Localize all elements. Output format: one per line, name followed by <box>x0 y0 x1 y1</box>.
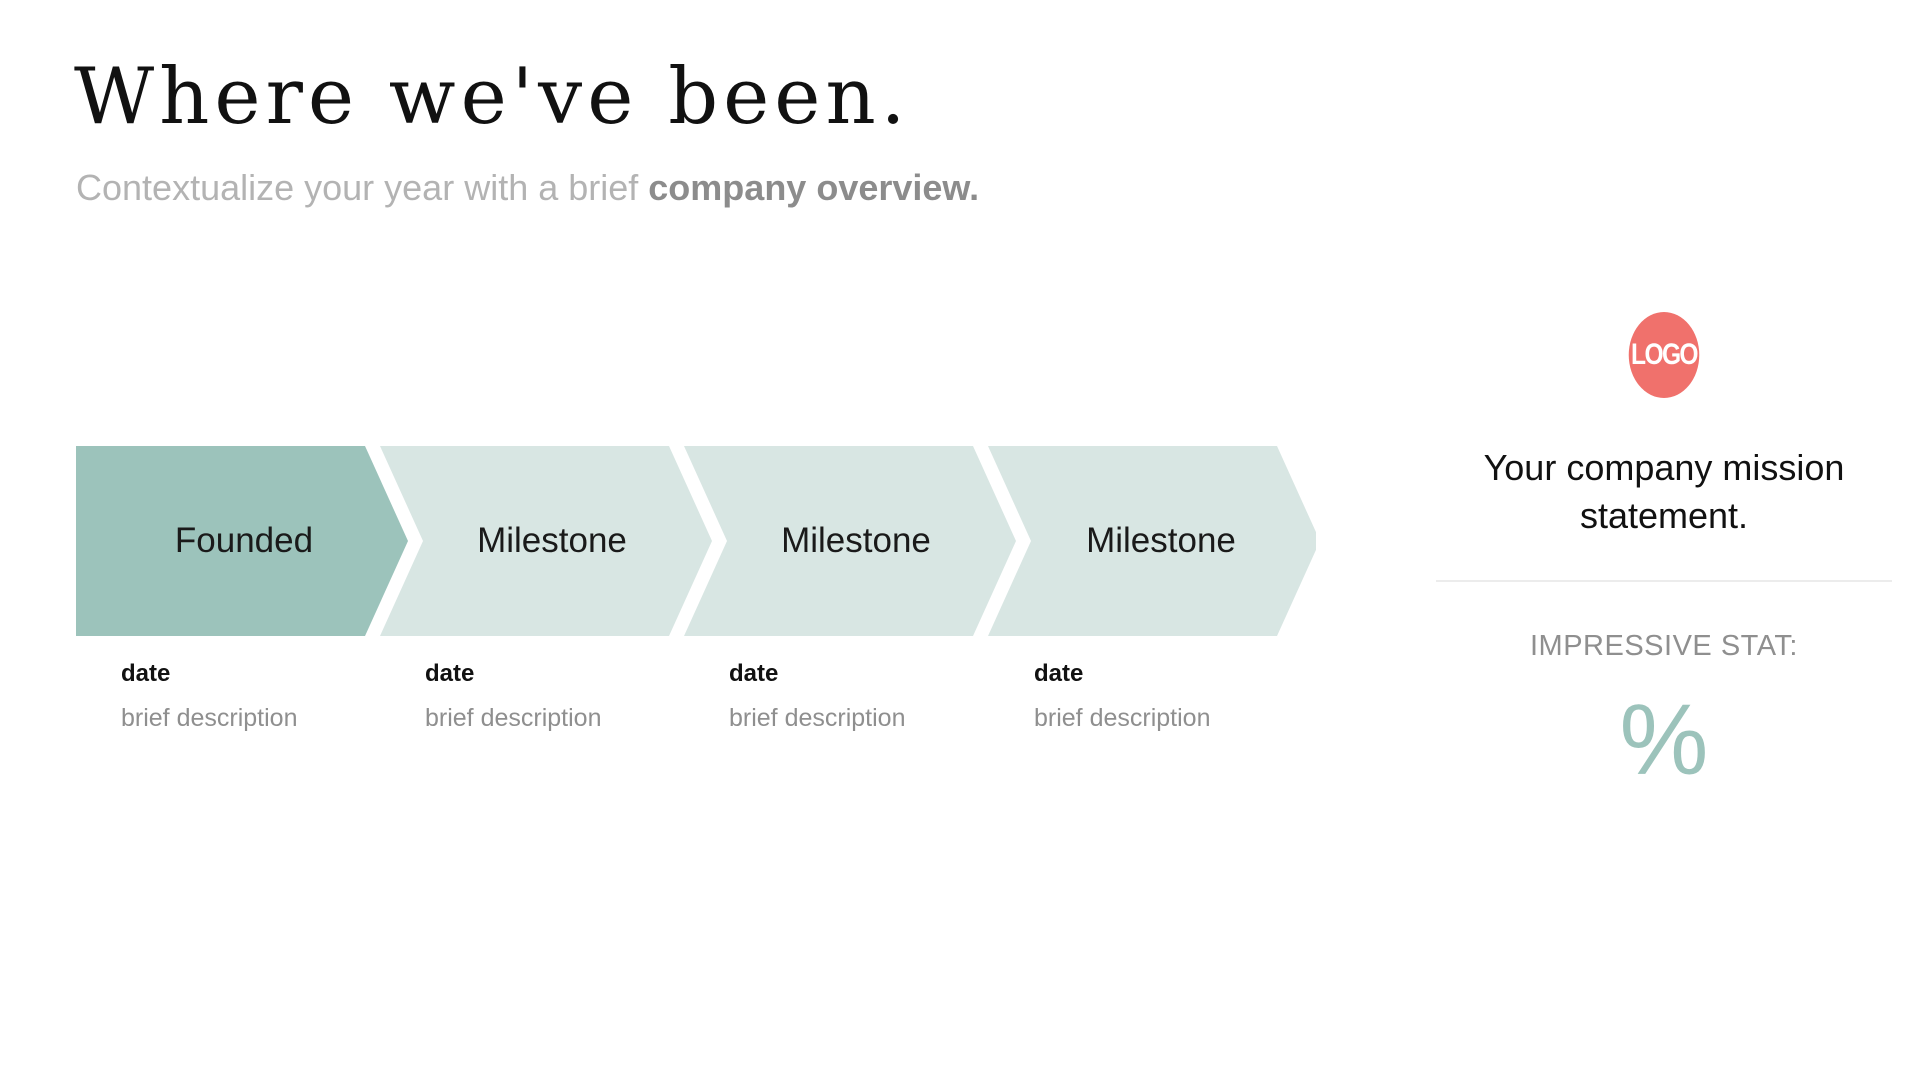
timeline-step-label-milestone-2: Milestone <box>781 521 931 560</box>
timeline-caption-founded: date brief description <box>121 660 381 733</box>
step-description: brief description <box>1034 704 1211 732</box>
timeline-step-label-milestone-1: Milestone <box>477 521 627 560</box>
step-description: brief description <box>425 704 602 732</box>
timeline-step-arrow-milestone-2 <box>684 446 1016 636</box>
page-title: Where we've been. <box>74 52 911 142</box>
timeline-caption-milestone-2: date brief description <box>729 660 989 733</box>
company-logo: LOGO <box>1628 312 1700 398</box>
mission-statement: Your company mission statement. <box>1483 447 1845 536</box>
stat-label: IMPRESSIVE STAT: <box>1530 630 1798 662</box>
step-description: brief description <box>729 704 906 732</box>
timeline: Founded Milestone Milestone Milestone <box>76 446 1316 636</box>
timeline-step-arrow-milestone-3 <box>988 446 1316 636</box>
step-date: date <box>121 660 171 687</box>
divider <box>1436 580 1892 582</box>
step-date: date <box>425 660 475 687</box>
timeline-step-label-founded: Founded <box>174 521 314 560</box>
step-date: date <box>1034 660 1084 687</box>
subtitle-emphasis: company overview. <box>648 167 980 208</box>
timeline-step-label-milestone-3: Milestone <box>1086 521 1236 560</box>
timeline-step-arrow-founded <box>76 446 408 636</box>
timeline-arrows <box>76 446 1316 636</box>
subtitle-text: Contextualize your year with a brief <box>76 167 649 208</box>
page-subtitle: Contextualize your year with a brief com… <box>76 166 979 209</box>
step-date: date <box>729 660 779 687</box>
timeline-caption-milestone-3: date brief description <box>1034 660 1294 733</box>
step-description: brief description <box>121 704 298 732</box>
timeline-step-arrow-milestone-1 <box>380 446 712 636</box>
stat-value: % <box>1619 684 1709 796</box>
timeline-caption-milestone-1: date brief description <box>425 660 685 733</box>
